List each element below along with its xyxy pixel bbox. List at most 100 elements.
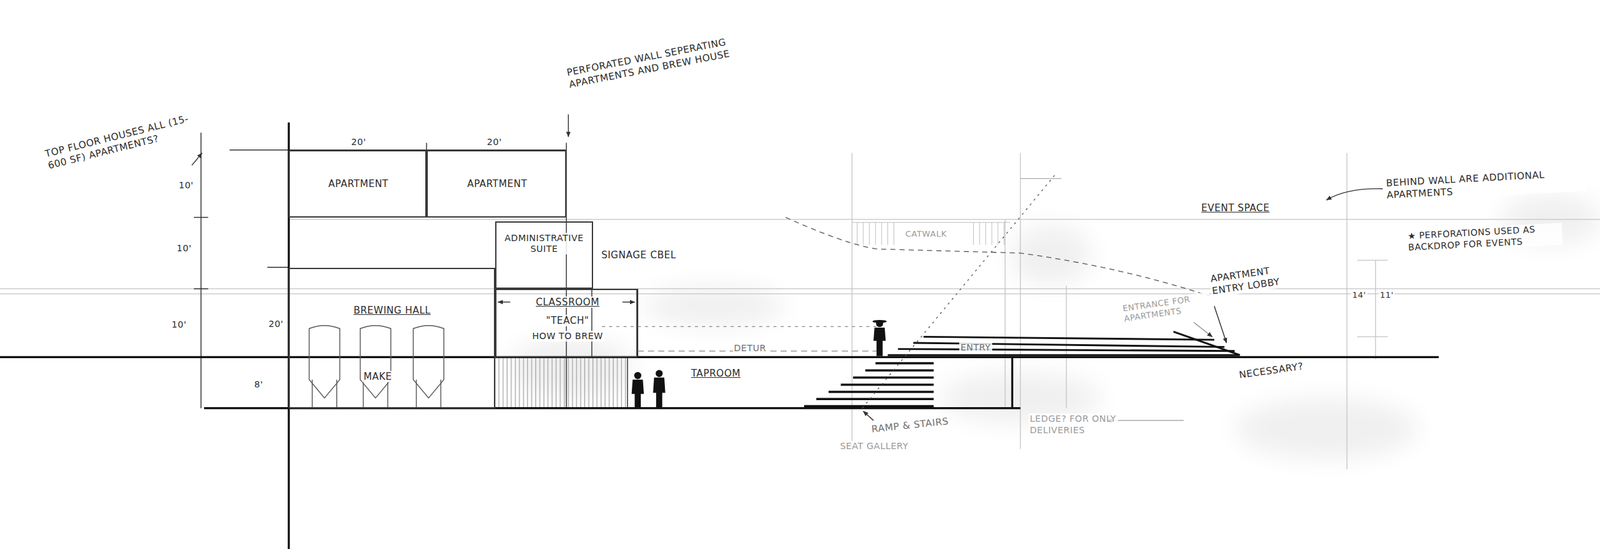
brewing-tanks-part	[440, 379, 442, 407]
leader-arrows-part	[497, 301, 510, 302]
sight-lines	[601, 173, 1210, 409]
people-figures-part	[634, 371, 642, 379]
people-figures-part	[875, 319, 883, 327]
people-figures-part	[631, 379, 644, 407]
leader-arrows-part	[622, 301, 635, 302]
structure-lines-part	[193, 216, 208, 218]
people-figures-part	[655, 369, 663, 377]
note-text: TAPROOM	[689, 367, 742, 380]
catwalk-railing-part	[887, 222, 889, 245]
faint-grid-part	[1346, 153, 1348, 470]
note-text: 10'	[175, 242, 193, 255]
stairs-part	[865, 369, 934, 372]
ramp-landing	[888, 331, 1241, 355]
note-text: 10'	[177, 179, 195, 192]
note-text: TOP FLOOR HOUSES ALL (15-600 SF) APARTME…	[42, 111, 200, 173]
structure-lines-part	[193, 287, 208, 289]
room-box: APARTMENT	[426, 150, 567, 218]
note-text: ★ PERFORATIONS USED AS BACKDROP FOR EVEN…	[1406, 222, 1563, 253]
sight-lines-part	[861, 173, 1056, 409]
room-label: HOW TO BREW	[530, 330, 604, 342]
catwalk-railing-part	[991, 222, 993, 245]
note-text: ENTRY	[959, 341, 993, 354]
room-box: CLASSROOM "TEACH" HOW TO BREW	[495, 288, 639, 358]
brewing-tanks-part	[311, 379, 313, 407]
leader-arrows-part	[1107, 419, 1184, 421]
stairs-part	[841, 383, 934, 386]
people-figures	[631, 319, 887, 407]
graphite-smudge	[510, 193, 1600, 459]
faint-grid	[0, 153, 1600, 470]
stairs-part	[804, 404, 934, 408]
brewing-tanks-part	[415, 379, 417, 407]
room-label: APARTMENT	[465, 177, 529, 190]
room-label: ADMINISTRATIVE SUITE	[499, 232, 590, 255]
structure-lines-part	[626, 356, 628, 408]
catwalk-railing-part	[868, 222, 870, 245]
stairs-part	[853, 376, 934, 379]
catwalk-railing-part	[863, 222, 864, 245]
leader-arrows-part	[191, 153, 203, 166]
note-text: SIGNAGE	[600, 249, 648, 262]
graphite-smudge-part	[1010, 224, 1092, 286]
people-figures-part	[652, 377, 665, 408]
note-text: LEDGE? FOR ONLY DELIVERIES	[1028, 413, 1118, 436]
leader-arrows-part	[567, 114, 569, 137]
note-text: 10'	[170, 319, 188, 331]
note-text: 14'	[1350, 289, 1368, 301]
room-label: MAKE	[362, 370, 394, 383]
structure-lines	[193, 132, 638, 409]
note-text: NECESSARY?	[1237, 359, 1306, 381]
faint-grid-part	[1357, 259, 1388, 260]
brewing-tanks-part	[387, 379, 388, 407]
note-text: 8'	[252, 378, 265, 391]
ground-lines	[0, 122, 1439, 549]
stairs-part	[816, 397, 934, 400]
ramp-landing-part	[898, 348, 1236, 351]
room-label: CLASSROOM	[534, 296, 601, 308]
graphite-smudge-part	[1234, 397, 1419, 459]
note-text: 20'	[267, 318, 285, 330]
stairs-part	[828, 390, 934, 393]
faint-grid-part	[1020, 153, 1021, 449]
note-text: CATWALK	[903, 228, 948, 240]
sight-lines-part	[1020, 177, 1061, 179]
catwalk-railing-part	[997, 222, 999, 245]
catwalk-railing-part	[856, 222, 858, 245]
structure-lines-part	[267, 266, 290, 268]
room-box: BREWING HALLMAKE	[288, 267, 495, 409]
brewing-tanks	[308, 325, 444, 407]
room-box: APARTMENT	[288, 150, 427, 218]
note-text: DETUR	[732, 342, 768, 355]
faint-grid-part	[1005, 219, 1006, 409]
structure-lines-part	[425, 143, 427, 151]
brewing-tanks-part	[413, 325, 444, 398]
faint-grid-part	[1357, 336, 1388, 337]
note-text: SEAT GALLERY	[838, 440, 910, 452]
stairs-part	[875, 361, 934, 365]
note-text: BEHIND WALL ARE ADDITIONAL APARTMENTS	[1384, 167, 1588, 202]
leader-arrows-part	[1214, 305, 1227, 343]
catwalk-railing-part	[985, 222, 986, 245]
brewing-tanks-part	[362, 379, 364, 407]
ground-lines-part	[0, 355, 1439, 358]
ramp-landing-part	[923, 336, 1215, 340]
catwalk-railing-part	[1003, 222, 1005, 245]
faint-grid-part	[851, 153, 853, 449]
brewing-tanks-part	[308, 325, 340, 398]
brewing-tanks-part	[360, 325, 391, 398]
stairs	[804, 362, 934, 406]
faint-grid-part	[288, 218, 1600, 220]
ramp-landing-part	[1173, 331, 1240, 355]
catwalk-railing	[851, 222, 1011, 245]
sight-lines-part	[601, 326, 878, 327]
leader-arrows-part	[1193, 322, 1213, 337]
room-label: "TEACH"	[544, 314, 591, 327]
catwalk-railing-part	[881, 222, 882, 245]
catwalk-railing-part	[973, 222, 974, 245]
note-text: 11'	[1378, 289, 1396, 301]
note-text: 20'	[350, 136, 368, 149]
graphite-smudge-part	[642, 285, 786, 327]
